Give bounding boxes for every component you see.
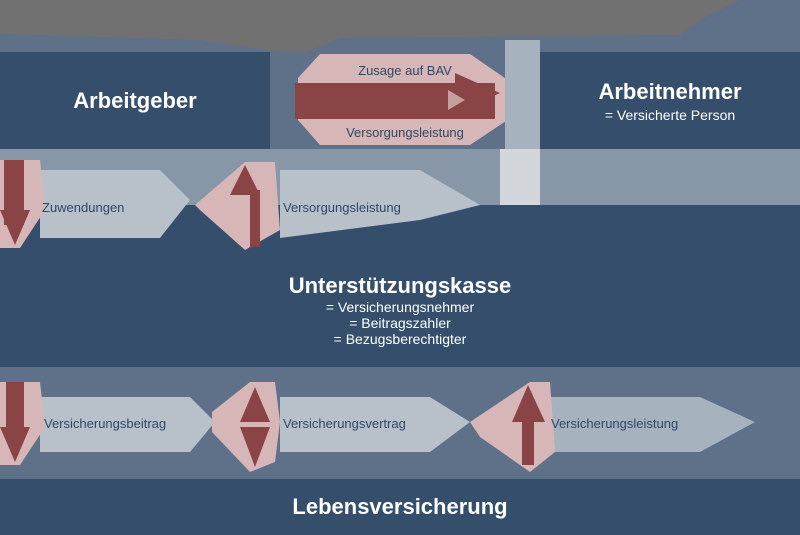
- employee-subtitle: = Versicherte Person: [604, 106, 736, 123]
- insurance-benefit-label: Versicherungsleistung: [551, 416, 679, 431]
- support-fund-role-3: = Bezugsberechtigter: [333, 331, 467, 347]
- employee-title: Arbeitnehmer: [598, 78, 742, 104]
- support-fund-role-2: = Beitragszahler: [349, 315, 451, 331]
- support-fund-role-1: = Versicherungsnehmer: [325, 299, 475, 315]
- premium-label: Versicherungsbeitrag: [44, 416, 167, 431]
- life-insurance-box: Lebensversicherung: [0, 479, 800, 535]
- fund-insurance-flow: [0, 382, 755, 472]
- employee-box: Arbeitnehmer = Versicherte Person: [540, 52, 800, 149]
- pale-connector: [500, 149, 540, 205]
- employer-title: Arbeitgeber: [73, 87, 197, 113]
- support-fund-box: Unterstützungskasse = Versicherungsnehme…: [0, 253, 800, 367]
- employer-employee-arrow: [295, 40, 540, 160]
- allocations-label: Zuwendungen: [42, 200, 125, 215]
- commitment-label: Zusage auf BAV: [358, 63, 452, 78]
- life-insurance-title: Lebensversicherung: [292, 494, 508, 519]
- top-gray-banner: [0, 0, 740, 55]
- benefit-label-top: Versorgungsleistung: [346, 125, 464, 140]
- contract-label: Versicherungsvertrag: [283, 416, 406, 431]
- support-fund-title: Unterstützungskasse: [288, 273, 512, 298]
- employer-box: Arbeitgeber: [0, 52, 270, 149]
- benefit-label-fund: Versorgungsleistung: [283, 200, 401, 215]
- employer-fund-flow: [0, 160, 480, 250]
